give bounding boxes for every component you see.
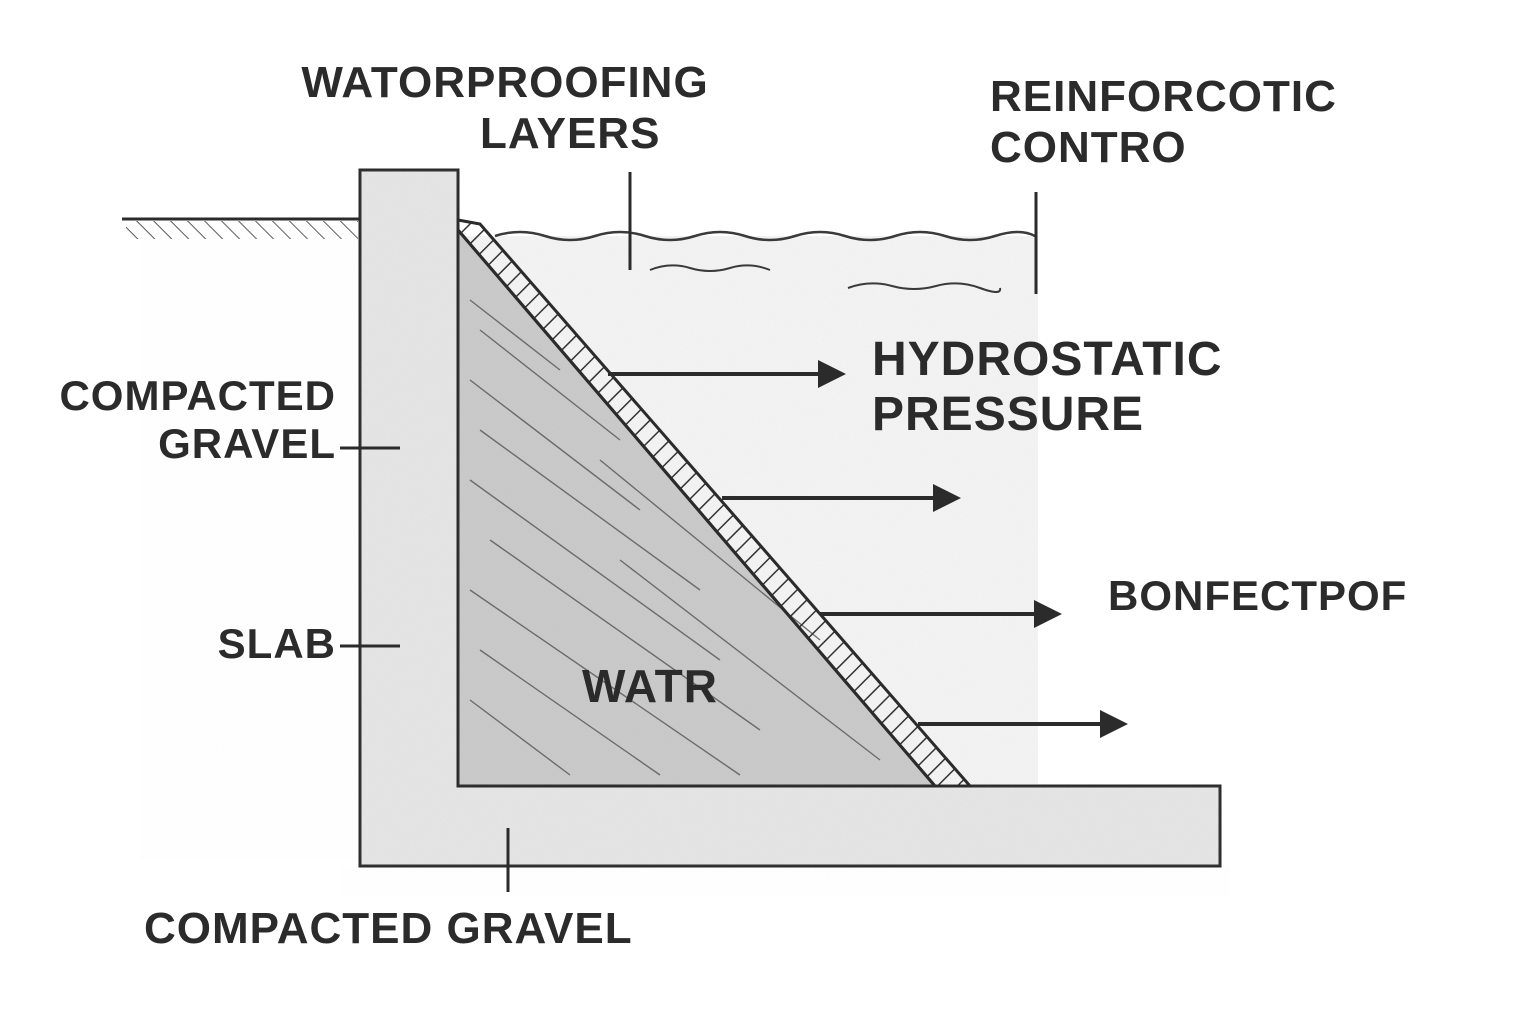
pressure-arrow-3 — [820, 600, 1062, 628]
soil-stipple-bottom — [340, 866, 1230, 896]
label-hydrostatic-pressure: HYDROSTATIC PRESSURE — [872, 333, 1223, 442]
label-reinforcotic-contro: REINFORCOTIC CONTRO — [990, 72, 1337, 172]
label-waterproofing-layers: WATORPROOFING LAYERS — [301, 58, 709, 158]
ground-surface — [122, 217, 360, 239]
pressure-arrow-2 — [722, 484, 961, 512]
label-slab: SLAB — [217, 620, 336, 667]
label-watr: WATR — [581, 660, 718, 712]
label-compacted-gravel-bottom: COMPACTED GRAVEL — [144, 904, 633, 953]
pressure-arrows — [608, 360, 1128, 738]
label-bonfectpof: BONFECTPOF — [1108, 572, 1408, 619]
waterproofing-membrane — [456, 218, 974, 788]
pressure-arrow-4 — [918, 710, 1128, 738]
leader-lines — [340, 172, 1038, 892]
label-compacted-gravel-left: COMPACTED GRAVEL — [59, 372, 336, 468]
water-surface-waves — [494, 230, 1036, 293]
pressure-arrow-1 — [608, 360, 846, 388]
soil-stipple-left — [120, 228, 358, 868]
concrete-wall — [358, 168, 1222, 868]
